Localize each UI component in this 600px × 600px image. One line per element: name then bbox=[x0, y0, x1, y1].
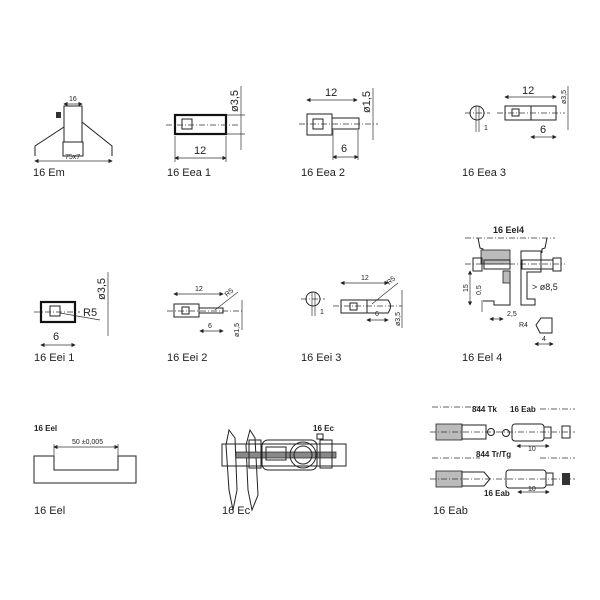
dim-tip: 6 bbox=[208, 323, 212, 330]
dim-diameter: ø3,5 bbox=[229, 90, 241, 112]
part-16-eei-3: 1 12 R5 6 ø3,5 16 Eei 3 bbox=[301, 275, 403, 364]
callout-16-eab-bottom: 16 Eab bbox=[484, 489, 510, 498]
label-16-eel-4: 16 Eel 4 bbox=[462, 352, 502, 364]
dim-diameter: ø3,5 bbox=[395, 312, 402, 326]
dim-diameter: ø3,5 bbox=[561, 90, 568, 104]
part-16-eea-3: 1 12 6 ø3,5 16 Eea 3 bbox=[462, 85, 569, 179]
dim-length: 12 bbox=[522, 85, 534, 97]
dim-gap: 1 bbox=[320, 309, 324, 316]
dim-height: 15 bbox=[463, 284, 470, 292]
part-16-eea-2: 12 6 ø1,5 16 Eea 2 bbox=[299, 87, 378, 179]
title-16-eel4: 16 Eel4 bbox=[493, 225, 524, 235]
label-16-eea-1: 16 Eea 1 bbox=[167, 167, 211, 179]
dim-diameter: > ø8,5 bbox=[532, 282, 558, 292]
dim-length: 12 bbox=[195, 286, 203, 293]
dim-radius: R5 bbox=[386, 275, 397, 286]
label-16-eei-2: 16 Eei 2 bbox=[167, 352, 207, 364]
part-16-ec-caliper: 16 Ec 16 Ec bbox=[221, 424, 347, 517]
dim-diameter: ø3,5 bbox=[96, 278, 108, 300]
dim-diameter: ø1,5 bbox=[234, 323, 241, 337]
part-16-em: 16 75x7 16 Em bbox=[33, 96, 113, 179]
part-16-eab: 844 Tk 16 Eab 10 844 Tr/Tg 16 Eab 10 16 … bbox=[430, 405, 575, 517]
dim-gap: 1 bbox=[484, 125, 488, 132]
dim-tip: 6 bbox=[341, 143, 347, 155]
callout-844-trtg: 844 Tr/Tg bbox=[476, 450, 511, 459]
part-16-eel: 16 Eel 50 ±0,005 16 Eel bbox=[33, 424, 137, 517]
label-16-ec: 16 Ec bbox=[222, 505, 251, 517]
dim-length: 50 ±0,005 bbox=[72, 439, 103, 446]
part-16-eea-1: 12 ø3,5 16 Eea 1 bbox=[166, 86, 245, 179]
dim-length: 12 bbox=[325, 87, 337, 99]
dim-offset: 2,5 bbox=[507, 311, 517, 318]
label-16-eei-1: 16 Eei 1 bbox=[34, 352, 74, 364]
label-16-eel: 16 Eel bbox=[34, 505, 65, 517]
dim-length: 12 bbox=[194, 145, 206, 157]
title-16-eel: 16 Eel bbox=[34, 424, 57, 433]
dim-tip: 6 bbox=[540, 124, 546, 136]
label-16-eei-3: 16 Eei 3 bbox=[301, 352, 341, 364]
dim-step: 0,5 bbox=[476, 285, 483, 295]
title-16-ec: 16 Ec bbox=[313, 424, 334, 433]
dim-bottom: 10 bbox=[528, 486, 536, 493]
label-16-eea-3: 16 Eea 3 bbox=[462, 167, 506, 179]
label-16-eea-2: 16 Eea 2 bbox=[301, 167, 345, 179]
callout-844-tk: 844 Tk bbox=[472, 405, 497, 414]
label-16-em: 16 Em bbox=[33, 167, 65, 179]
part-16-eel-4: 16 Eel4 15 0,5 2,5 > ø8,5 R4 4 16 Eel 4 bbox=[462, 225, 565, 364]
dim-radius: R4 bbox=[519, 322, 528, 329]
dim-length: 12 bbox=[361, 275, 369, 282]
part-16-eei-2: 12 R5 6 ø1,5 16 Eei 2 bbox=[167, 286, 243, 364]
dim-radius: R5 bbox=[83, 307, 97, 319]
callout-16-eab-top: 16 Eab bbox=[510, 405, 536, 414]
dim-tip: 4 bbox=[542, 336, 546, 343]
dim-diameter: ø1,5 bbox=[361, 91, 373, 113]
part-16-eei-1: R5 6 ø3,5 16 Eei 1 bbox=[34, 272, 109, 364]
dim-top: 10 bbox=[528, 446, 536, 453]
label-16-eab: 16 Eab bbox=[433, 505, 468, 517]
dim-base: 75x7 bbox=[65, 154, 80, 161]
dim-radius: R5 bbox=[224, 287, 235, 298]
dim-width: 16 bbox=[69, 96, 77, 103]
dim-tip: 6 bbox=[375, 311, 379, 318]
dim-length: 6 bbox=[53, 331, 59, 343]
